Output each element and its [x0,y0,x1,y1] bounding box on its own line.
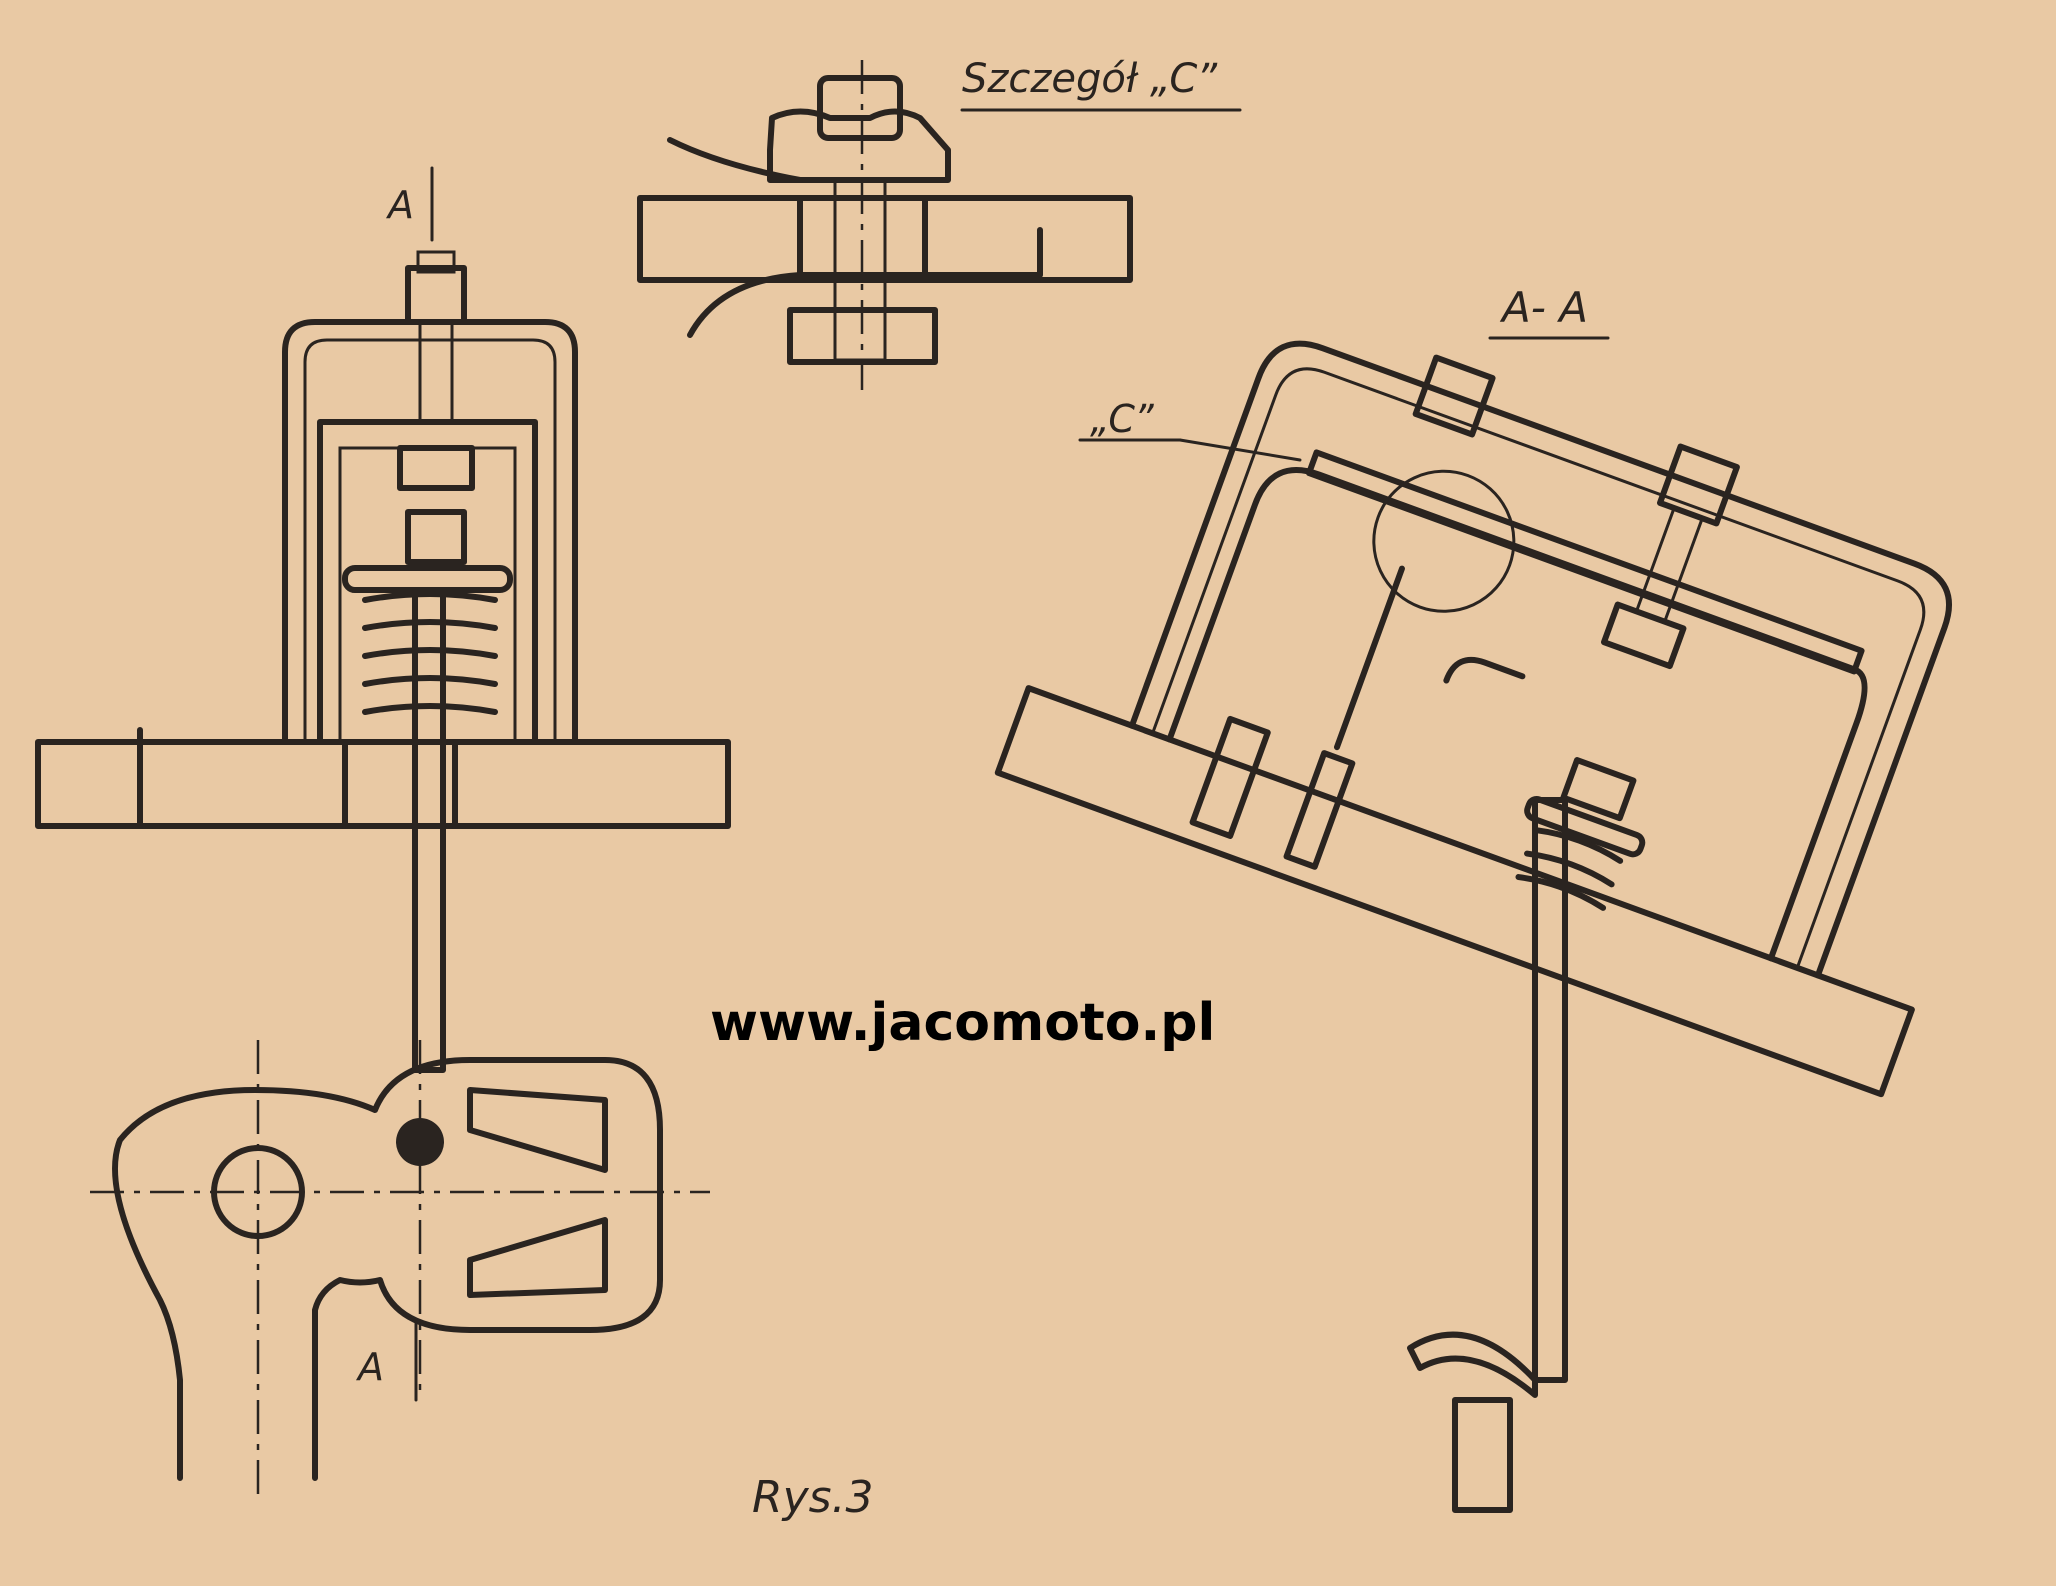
section-push-rod [1532,797,1568,1383]
lower-nut [405,509,467,565]
detail-wire-lower [687,227,1043,338]
detail-callout: „C” [1090,397,1154,441]
left-elevation-view: A A [35,166,731,1500]
cam-lever [112,1057,663,1481]
push-rod [412,587,446,1073]
figure-caption: Rys.3 [752,1472,874,1523]
detail-title: Szczegół „C” [962,56,1217,102]
section-bearing-circle [1372,469,1516,613]
section-plate [994,685,1915,1098]
section-stud-nut [1600,601,1687,670]
section-stud [1634,506,1705,624]
spring [362,591,498,715]
section-spring-washer [1524,796,1646,858]
stud-nut [397,445,475,491]
section-hook [1443,656,1526,684]
watermark-text: www.jacomoto.pl [710,993,1215,1053]
section-mark-top: A [385,183,414,227]
lever-window-upper [467,1087,608,1173]
section-screw-2 [1283,750,1356,870]
detail-bolt-shank [833,178,887,362]
section-housing-outer [1128,340,1952,979]
housing-inner [303,338,557,744]
top-nut [405,265,467,325]
section-screw-1 [1189,715,1271,839]
section-crossbar [1306,449,1865,675]
detail-nut [767,108,951,183]
lever-window-lower [467,1217,608,1298]
section-housing-inner [1151,367,1926,970]
detail-c-view: Szczegół „C” [637,56,1242,390]
top-nut-cap [416,250,456,274]
detail-bolt-head [817,75,903,141]
section-lever-arm [1333,565,1405,751]
section-rod-hook [1407,1331,1538,1398]
roller-pin [396,1118,444,1166]
bracket [317,419,538,745]
washer [342,565,513,593]
section-title: A- A [1499,283,1588,332]
section-mark-bottom: A [355,1345,384,1389]
section-upper-nut-1 [1412,354,1496,438]
threaded-stud [418,320,454,424]
section-spring-nut [1560,757,1637,822]
detail-lower-nut [787,307,938,365]
section-rod-end [1452,1397,1513,1513]
plate-bore [342,739,458,829]
section-aa-view: A- A „C” [994,283,1952,1513]
detail-wire-upper [667,137,803,183]
